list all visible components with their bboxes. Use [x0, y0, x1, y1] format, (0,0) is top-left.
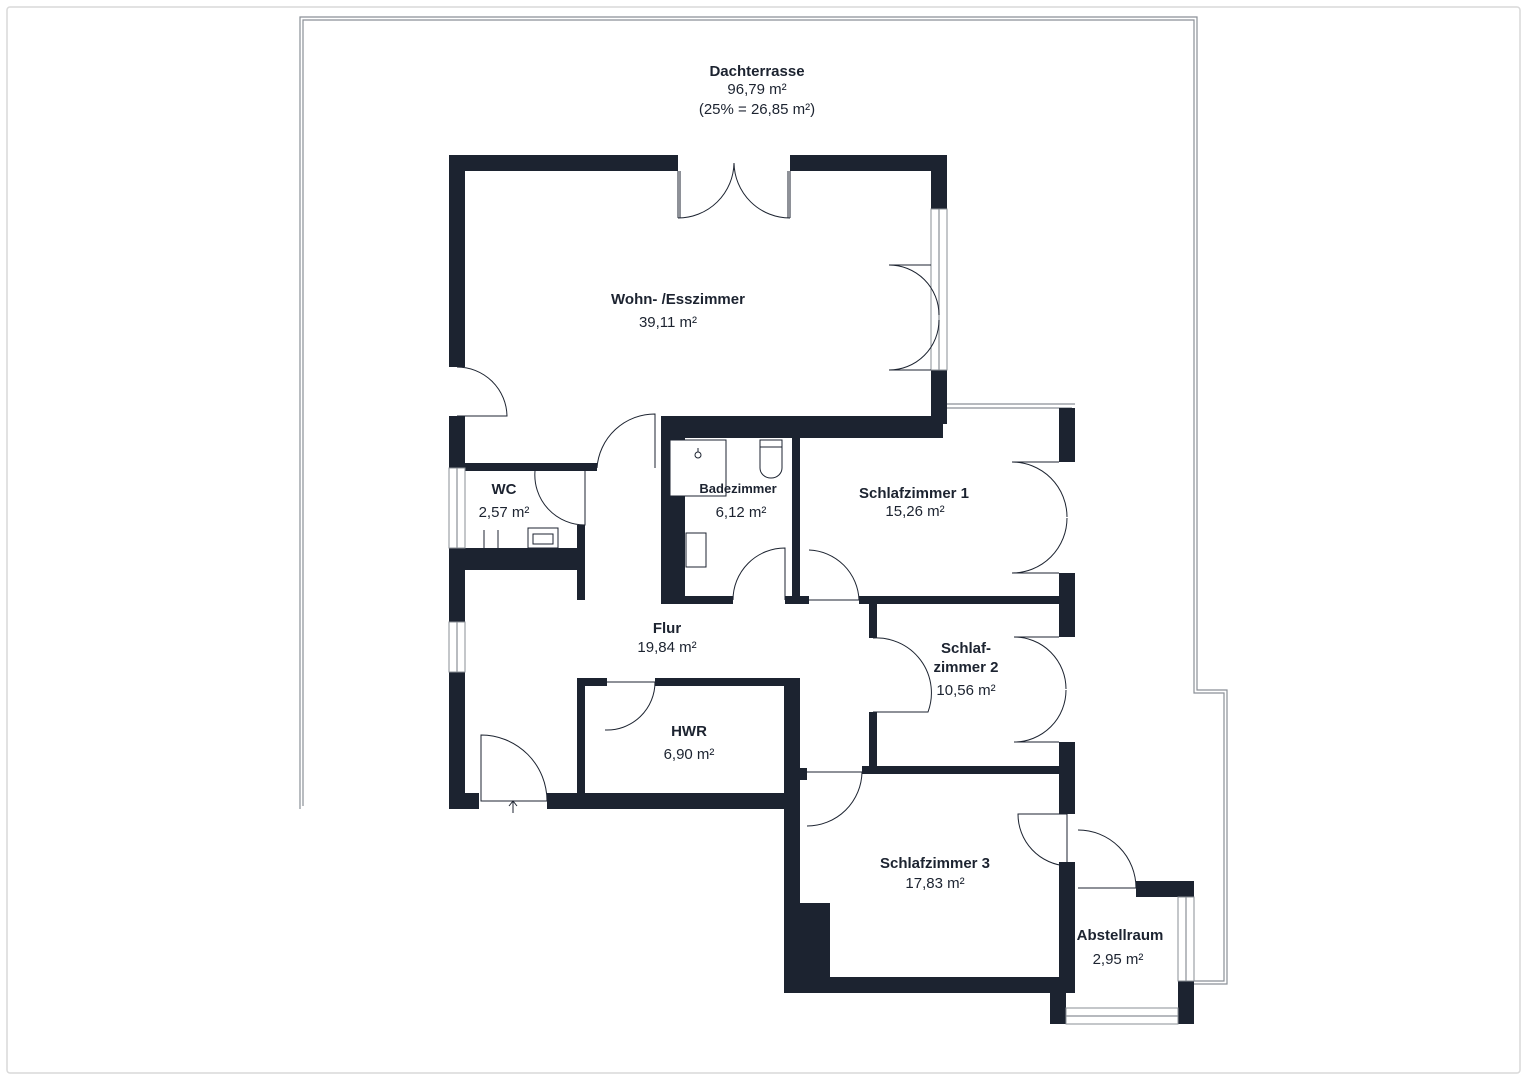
abstell-area: 2,95 m² [1093, 951, 1144, 968]
bedroom3-door [806, 771, 863, 827]
page-frame [6, 6, 1521, 1074]
wc-fixtures [483, 527, 559, 549]
shower-icon [669, 439, 727, 497]
fixtures [483, 439, 783, 568]
living-right-door [888, 264, 940, 371]
schlaf3-name: Schlafzimmer 3 [880, 855, 990, 872]
bedroom1-window-doors [1011, 461, 1068, 574]
dachterrasse-name: Dachterrasse [709, 63, 804, 80]
bedroom1-door [808, 549, 860, 601]
wohnen-area: 39,11 m² [639, 314, 697, 331]
bedroom3-terrace-door [1017, 813, 1068, 867]
wc-area: 2,57 m² [479, 504, 530, 521]
schlaf2-name-line1: Schlaf- [941, 640, 991, 657]
hall-living-door [596, 413, 656, 469]
bad-name: Badezimmer [699, 481, 776, 496]
toilet-icon [759, 439, 783, 479]
living-left-door [456, 366, 508, 417]
dachterrasse-area: 96,79 m² [727, 81, 786, 98]
bath-door [732, 547, 786, 601]
terrace-double-door [677, 162, 791, 219]
bad-area: 6,12 m² [716, 504, 767, 521]
wohnen-name: Wohn- /Esszimmer [611, 291, 745, 308]
wc-door [534, 470, 586, 526]
hwr-name: HWR [671, 723, 707, 740]
room-labels: Dachterrasse 96,79 m² (25% = 26,85 m²) W… [479, 63, 1164, 968]
bedroom2-door [872, 637, 932, 713]
schlaf2-name-line2: zimmer 2 [933, 659, 998, 676]
hwr-door [604, 681, 656, 731]
flur-name: Flur [653, 620, 681, 637]
schlaf1-name: Schlafzimmer 1 [859, 485, 969, 502]
schlaf3-area: 17,83 m² [905, 875, 964, 892]
entrance-arrow-icon [508, 800, 518, 813]
terrace-outline [299, 16, 1228, 985]
entrance-door [480, 734, 548, 802]
wc-name: WC [492, 481, 517, 498]
hwr-area: 6,90 m² [664, 746, 715, 763]
bedroom2-window-doors [1013, 636, 1067, 743]
walls [449, 155, 1194, 1024]
bath-sink-icon [685, 532, 707, 568]
windows [448, 208, 1195, 1025]
doors [456, 162, 1137, 889]
schlaf1-area: 15,26 m² [885, 503, 944, 520]
flur-area: 19,84 m² [637, 639, 696, 656]
abstell-name: Abstellraum [1077, 927, 1164, 944]
schlaf2-area: 10,56 m² [936, 682, 995, 699]
dachterrasse-note: (25% = 26,85 m²) [699, 101, 815, 118]
storage-door [1077, 829, 1137, 889]
